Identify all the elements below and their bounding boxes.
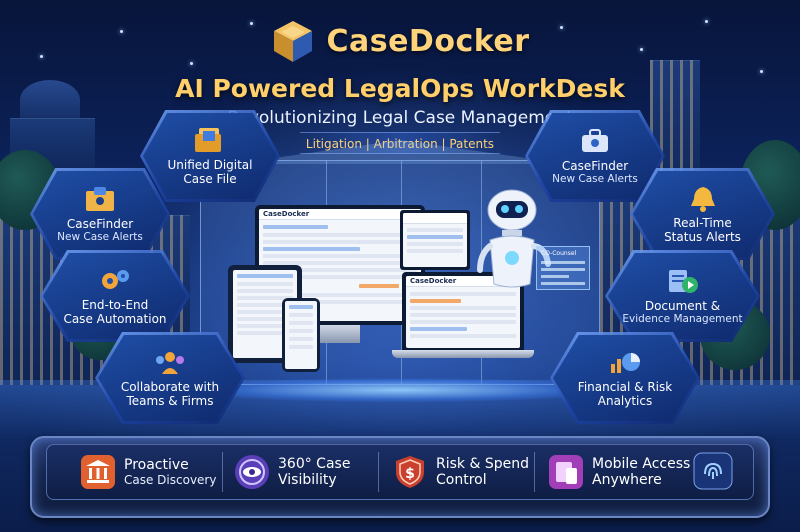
star [560, 26, 563, 29]
feature-hex-status-alerts: Real-Time Status Alerts [630, 168, 775, 260]
team-icon [156, 352, 184, 374]
practice-tagline: Litigation | Arbitration | Patents [300, 132, 500, 154]
svg-text:$: $ [405, 466, 415, 482]
bell-icon [690, 187, 715, 212]
feature-subtitle: Status Alerts [664, 230, 741, 244]
feature-subtitle: Evidence Management [622, 312, 743, 325]
feature-title: Risk & Spend [436, 456, 529, 472]
monitor-stand [320, 325, 360, 343]
feature-title: Real-Time [673, 216, 732, 230]
cube-logo-icon [274, 21, 313, 62]
feature-subtitle: Visibility [278, 472, 337, 488]
glowing-platform [190, 378, 610, 402]
bottom-feature-proactive: Proactive Case Discovery [80, 450, 216, 494]
feature-title: Unified Digital [167, 158, 253, 172]
case-folder-icon [86, 186, 114, 211]
feature-subtitle: New Case Alerts [552, 172, 638, 185]
page-title: AI Powered LegalOps WorkDesk [175, 74, 625, 103]
feature-subtitle: Anywhere [592, 472, 662, 488]
robot-assistant-icon [477, 189, 551, 288]
star [640, 48, 643, 51]
brand-logo: CaseDocker [0, 18, 800, 64]
holo-label: CO-Counsel [541, 250, 577, 257]
feature-hex-collaborate: Collaborate with Teams & Firms [95, 332, 245, 424]
secondary-monitor [400, 210, 470, 270]
feature-title: 360° Case [278, 456, 351, 472]
feature-hex-case-automation: End-to-End Case Automation [40, 250, 190, 342]
star [190, 62, 193, 65]
feature-hex-casefinder-left: CaseFinder New Case Alerts [30, 168, 170, 260]
courthouse-icon [81, 455, 115, 489]
monitor-brand: CaseDocker [263, 210, 310, 218]
feature-title: CaseFinder [561, 158, 629, 173]
bottom-feature-mobile: Mobile Access Anywhere [548, 450, 690, 494]
laptop-base [392, 350, 534, 358]
bottom-feature-risk-spend: $ Risk & Spend Control [392, 450, 529, 494]
gears-icon [102, 270, 129, 289]
star [120, 30, 123, 33]
star [760, 70, 763, 73]
feature-subtitle: Teams & Firms [126, 394, 214, 408]
star [40, 55, 43, 58]
feature-subtitle: Analytics [597, 394, 653, 408]
feature-title: Document & [644, 298, 721, 313]
dollar-shield-icon: $ [396, 456, 424, 488]
feature-title: Financial & Risk [577, 380, 673, 394]
star [705, 20, 708, 23]
capitol-dome [20, 80, 80, 120]
phone-device [282, 298, 320, 372]
divider [222, 452, 223, 492]
feature-title: Mobile Access [592, 456, 691, 472]
eye-icon [235, 455, 269, 489]
feature-hex-casefinder-right: CaseFinder New Case Alerts [525, 110, 665, 202]
feature-subtitle: Case Automation [63, 312, 167, 326]
divider [534, 452, 535, 492]
feature-hex-document-evidence: Document & Evidence Management [605, 250, 760, 342]
folder-icon [195, 128, 221, 152]
briefcase-icon [582, 128, 608, 152]
feature-title: Collaborate with [120, 380, 220, 394]
feature-subtitle: Case Discovery [124, 472, 217, 487]
page-subtitle: Revolutionizing Legal Case Management [227, 108, 573, 128]
feature-hex-unified-case-file: Unified Digital Case File [140, 110, 280, 202]
feature-title: CaseFinder [66, 216, 134, 231]
holographic-panel: CO-Counsel [536, 246, 590, 290]
feature-hex-financial-risk: Financial & Risk Analytics [550, 332, 700, 424]
mobile-icon [549, 455, 583, 489]
brand-name: CaseDocker [326, 23, 530, 59]
feature-subtitle: Control [436, 472, 487, 488]
star [250, 22, 253, 25]
document-video-icon [668, 269, 698, 293]
bottom-feature-visibility: 360° Case Visibility [234, 450, 350, 494]
feature-title: End-to-End [81, 298, 149, 312]
pie-chart-icon [611, 353, 640, 373]
feature-subtitle: New Case Alerts [57, 230, 143, 243]
feature-subtitle: Case File [183, 172, 237, 186]
divider [378, 452, 379, 492]
laptop-brand: CaseDocker [410, 277, 457, 285]
fingerprint-icon [693, 452, 733, 490]
feature-title: Proactive [124, 456, 189, 473]
